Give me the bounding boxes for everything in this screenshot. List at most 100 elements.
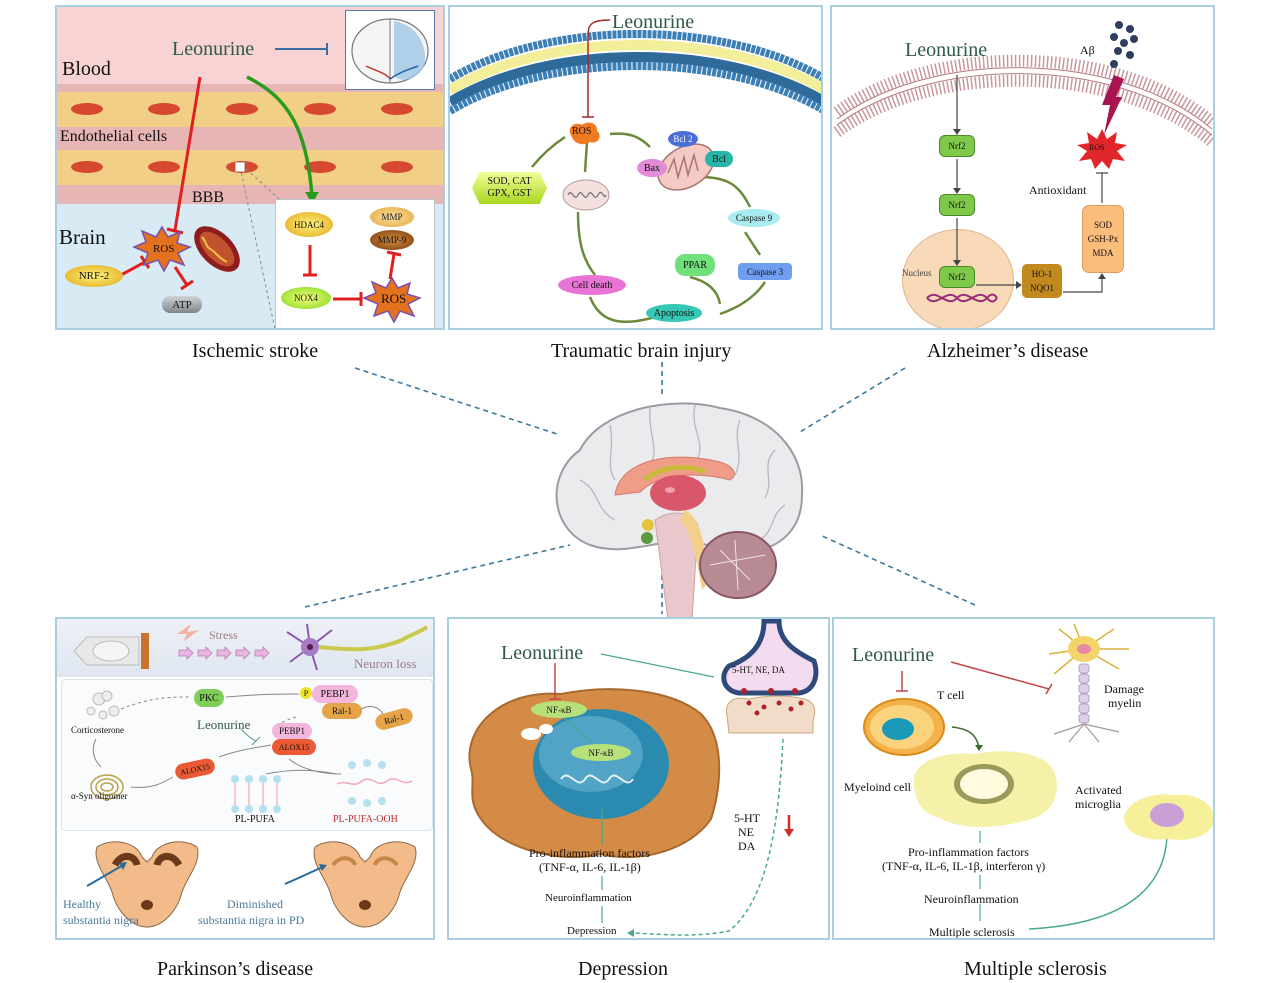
abeta-label: Aβ <box>1080 43 1095 57</box>
lipid-membrane <box>833 54 1213 147</box>
alox15-complex-node: ALOX15 <box>272 739 316 755</box>
leonurine-label: Leonurine <box>172 38 255 60</box>
brain-section-thumbnail <box>345 10 435 90</box>
hdac4-node: HDAC4 <box>285 212 333 237</box>
fornix <box>643 465 707 482</box>
healthy-label-line1: Healthy <box>63 897 101 911</box>
myeloid-cell-icon <box>913 751 1057 827</box>
mmp9-node: MMP-9 <box>370 230 414 250</box>
bbb-label: BBB <box>192 189 225 206</box>
pro-inflammation-line1: Pro-inflammation factors <box>908 845 1029 859</box>
pro-inflammation-line1: Pro-inflammation factors <box>529 846 650 860</box>
damaged-myelin-neuron-icon <box>1048 623 1129 743</box>
monoamine-5ht-label: 5-HT <box>734 811 760 825</box>
bax-node: Bax <box>637 159 667 177</box>
healthy-label-line2: substantia nigra <box>63 913 139 927</box>
pl-pufa-ooh-label: PL-PUFA-OOH <box>333 814 398 825</box>
caption-ischemic-stroke: Ischemic stroke <box>192 340 319 362</box>
monoamine-ne-label: NE <box>738 825 754 839</box>
antioxidant-label: Antioxidant <box>1029 183 1087 197</box>
nrf2-node: NRF-2 <box>65 265 123 287</box>
t-cell-icon <box>863 698 945 756</box>
caspase9-node: Caspase 9 <box>728 209 780 227</box>
neuron-icon <box>286 623 429 671</box>
myeloid-cell-label: Myeloind cell <box>844 780 911 794</box>
stress-lightning-icon <box>177 624 199 642</box>
stress-label: Stress <box>209 628 238 642</box>
activated-microglia-line1: Activated <box>1075 783 1122 797</box>
ros-label: ROS <box>153 243 175 255</box>
pebp1-top-node: PEBP1 <box>312 685 358 703</box>
leonurine-label: Leonurine <box>905 39 988 61</box>
atp-node: ATP <box>162 296 202 313</box>
ros-cloud-icon <box>569 122 600 145</box>
caption-multiple-sclerosis: Multiple sclerosis <box>964 958 1107 980</box>
panel-multiple-sclerosis: Leonurine T cell Damage myelin Myeloind … <box>832 617 1215 940</box>
connector-ms <box>819 534 976 606</box>
cell-death-node: Cell death <box>558 275 626 295</box>
activated-microglia-line2: microglia <box>1075 797 1121 811</box>
caspase3-node: Caspase 3 <box>738 263 792 280</box>
inset-arrows <box>303 245 402 306</box>
monoamine-da-label: DA <box>738 839 756 853</box>
neuroinflammation-label: Neuroinflammation <box>545 892 632 904</box>
synapse-icon <box>721 619 819 734</box>
thalamus <box>650 475 706 511</box>
pkc-node: PKC <box>194 689 224 707</box>
ros-label: ROS <box>1089 143 1105 152</box>
connector-parkinsons <box>304 544 571 608</box>
ppar-node: PPAR <box>675 254 715 276</box>
depression-label: Depression <box>567 925 617 937</box>
activated-microglia-icon <box>1124 794 1213 840</box>
caption-traumatic-brain-injury: Traumatic brain injury <box>551 340 732 362</box>
nqo1-label: NQO1 <box>1030 283 1054 293</box>
ho1-nqo1-node: HO-1 NQO1 <box>1022 264 1062 298</box>
corticosterone-label: Corticosterone <box>71 725 124 735</box>
multiple-sclerosis-label: Multiple sclerosis <box>929 925 1015 939</box>
endothelial-nuclei <box>71 103 413 173</box>
neuroinflammation-label: Neuroinflammation <box>924 892 1019 906</box>
ral1-bound-node: Ral-1 <box>322 703 362 719</box>
substantia-nigra-pointer-arrows <box>86 862 327 887</box>
nrf2-cytoplasm-node: Nrf2 <box>939 135 975 157</box>
leonurine-label: Leonurine <box>501 642 584 664</box>
nrf2-translocating-node: Nrf2 <box>939 194 975 216</box>
pebp1-node: PEBP1 <box>272 723 312 739</box>
connector-alzheimers <box>799 367 906 433</box>
pl-pufa-ooh-lipid-icon <box>336 759 413 807</box>
pro-inflammation-line2: (TNF-α, IL-6, IL-1β) <box>539 860 641 874</box>
apoptosis-node: Apoptosis <box>646 304 702 322</box>
pl-pufa-lipid-icon <box>231 775 281 813</box>
nox4-node: NOX4 <box>281 287 331 309</box>
restrained-mouse-icon <box>73 633 149 669</box>
dna-damage-icon <box>562 179 610 211</box>
ros-burst-icon <box>1077 129 1127 169</box>
pro-inflammation-line2: (TNF-α, IL-6, IL-1β, interferon γ) <box>882 859 1046 873</box>
nucleus-label: Nucleus <box>902 268 932 278</box>
corticosterone-molecules-icon <box>86 690 120 720</box>
nfkb-cytoplasm-node: NF-κB <box>531 701 587 718</box>
panel-depression: Leonurine NF-κB NF-κB 5-HT, NE, DA 5-HT … <box>447 617 830 940</box>
alzheimers-arrows <box>953 75 1108 293</box>
ros-label-inset: ROS <box>381 291 407 306</box>
stress-arrows <box>178 646 270 660</box>
caption-alzheimers: Alzheimer’s disease <box>927 340 1089 362</box>
parkinsons-pathway-arrows <box>92 693 384 788</box>
zoom-marker <box>235 162 245 172</box>
blood-label: Blood <box>62 58 111 80</box>
leonurine-label: Leonurine <box>852 644 935 666</box>
pl-pufa-label: PL-PUFA <box>235 814 275 825</box>
phosphate-node: P <box>300 687 312 699</box>
panel-ischemic-stroke: Leonurine Blood Endothelial cells BBB Br… <box>55 5 445 330</box>
asyn-oligomer-icon <box>90 774 124 800</box>
ho1-label: HO-1 <box>1031 269 1053 279</box>
depression-arrows <box>549 653 794 937</box>
ros-label: ROS <box>572 126 592 137</box>
mmp-node: MMP <box>370 207 414 227</box>
abeta-aggregates-icon <box>1110 21 1138 68</box>
ros-burst-icon-inset <box>362 276 423 324</box>
asyn-oligomer-label: α-Syn oligomer <box>71 791 128 801</box>
nfkb-nucleus-node: NF-κB <box>571 744 631 761</box>
panel-alzheimers: Leonurine Aβ ROS Antioxidant Nucleus Nrf… <box>830 5 1215 330</box>
t-cell-label: T cell <box>937 688 965 702</box>
